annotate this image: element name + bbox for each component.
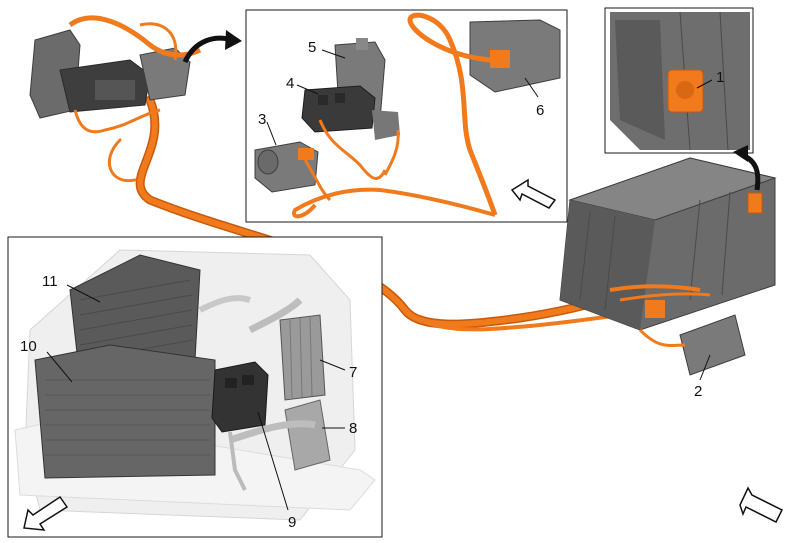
callout-1: 1: [716, 69, 724, 86]
detail-top-contents: [254, 12, 561, 219]
callout-5: 5: [308, 39, 316, 56]
callout-6: 6: [536, 102, 544, 119]
callout-7: 7: [349, 364, 357, 381]
callout-2: 2: [694, 383, 702, 400]
arrow-to-connector-detail: [733, 145, 761, 191]
callout-9: 9: [288, 514, 296, 531]
battery-pack: [559, 157, 777, 381]
callout-11: 11: [42, 273, 58, 290]
callout-8: 8: [349, 420, 357, 437]
front-electrical-units-assembly: [29, 15, 202, 134]
engine-bay-contents: [14, 249, 376, 531]
direction-arrow-right: [739, 486, 784, 524]
detail-connector-contents: [610, 11, 750, 151]
callout-3: 3: [258, 111, 266, 128]
arrow-to-detail-box: [182, 30, 242, 64]
callout-10: 10: [20, 338, 37, 355]
callout-4: 4: [286, 75, 294, 92]
